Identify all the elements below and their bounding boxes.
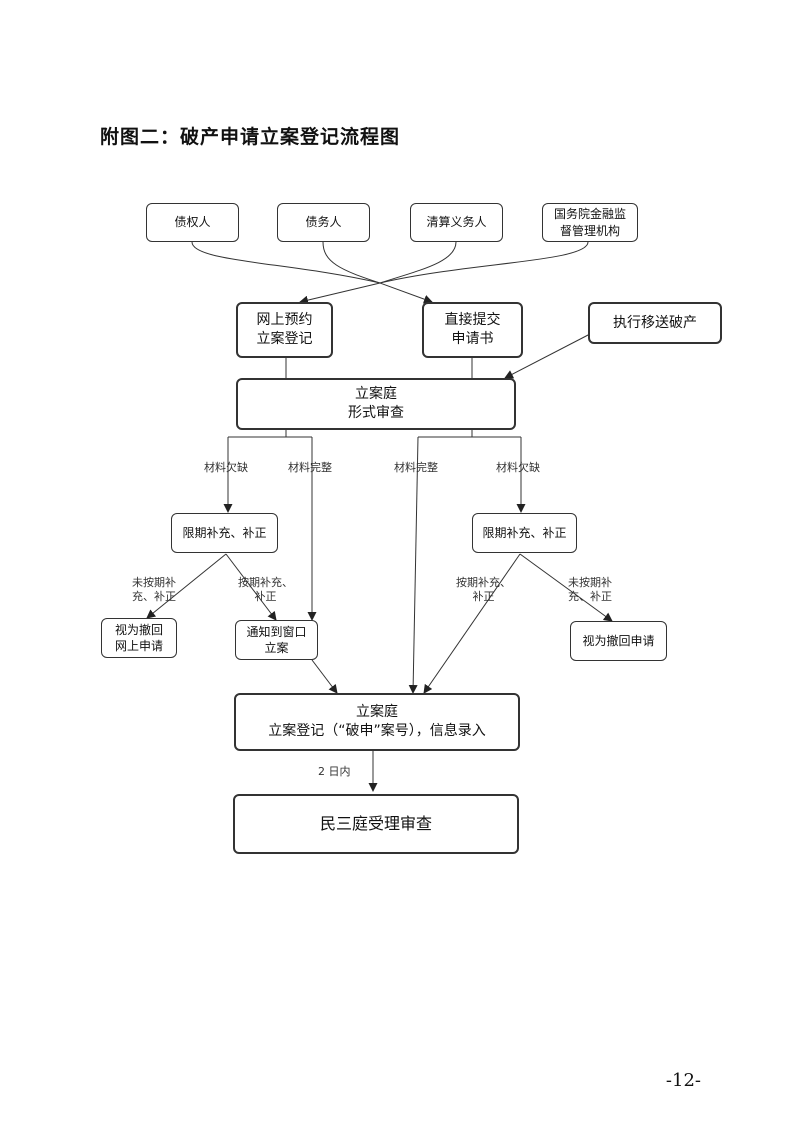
connector-creditor	[191, 241, 381, 284]
label-missing-left: 材料欠缺	[204, 461, 248, 474]
label-complete-left: 材料完整	[288, 461, 332, 474]
withdraw-online-box: 视为撤回 网上申请	[101, 618, 177, 658]
connector-liquidator	[379, 241, 457, 284]
label-ontime-right: 按期补充、 补正	[456, 576, 511, 604]
execution-transfer-box: 执行移送破产	[588, 302, 722, 344]
arrow-overdue-left	[146, 553, 227, 619]
arrow-to-direct	[379, 282, 433, 304]
withdraw-application-box: 视为撤回申请	[570, 621, 667, 661]
formal-review-box: 立案庭 形式审查	[236, 378, 516, 430]
arrow-complete-right	[408, 436, 419, 694]
label-overdue-right: 未按期补 充、补正	[568, 576, 612, 604]
label-overdue-left: 未按期补 充、补正	[132, 576, 176, 604]
applicant-regulator: 国务院金融监 督管理机构	[542, 203, 638, 242]
label-two-days: 2 日内	[318, 765, 351, 778]
arrow-transfer-to-review	[504, 333, 591, 379]
case-registration-box: 立案庭 立案登记（“破申”案号），信息录入	[234, 693, 520, 751]
notify-window-box: 通知到窗口 立案	[235, 620, 318, 660]
label-ontime-left: 按期补充、 补正	[238, 576, 293, 604]
supplement-right-box: 限期补充、补正	[472, 513, 577, 553]
online-registration-box: 网上预约 立案登记	[236, 302, 333, 358]
label-complete-right: 材料完整	[394, 461, 438, 474]
arrow-ontime-right	[423, 553, 521, 694]
applicant-debtor: 债务人	[277, 203, 370, 242]
arrow-overdue-right	[519, 553, 613, 622]
label-missing-right: 材料欠缺	[496, 461, 540, 474]
supplement-left-box: 限期补充、补正	[171, 513, 278, 553]
page-title: 附图二：破产申请立案登记流程图	[100, 126, 401, 148]
civil-tribunal-review-box: 民三庭受理审查	[233, 794, 519, 854]
connector-regulator	[379, 241, 589, 284]
applicant-creditor: 债权人	[146, 203, 239, 242]
direct-submission-box: 直接提交 申请书	[422, 302, 523, 358]
arrow-ontime-left	[225, 553, 277, 621]
applicant-liquidator: 清算义务人	[410, 203, 503, 242]
connector-debtor	[322, 241, 381, 284]
page-number: -12-	[665, 1070, 701, 1091]
arrow-to-online	[299, 282, 381, 305]
arrow-notify-to-register	[311, 659, 338, 694]
